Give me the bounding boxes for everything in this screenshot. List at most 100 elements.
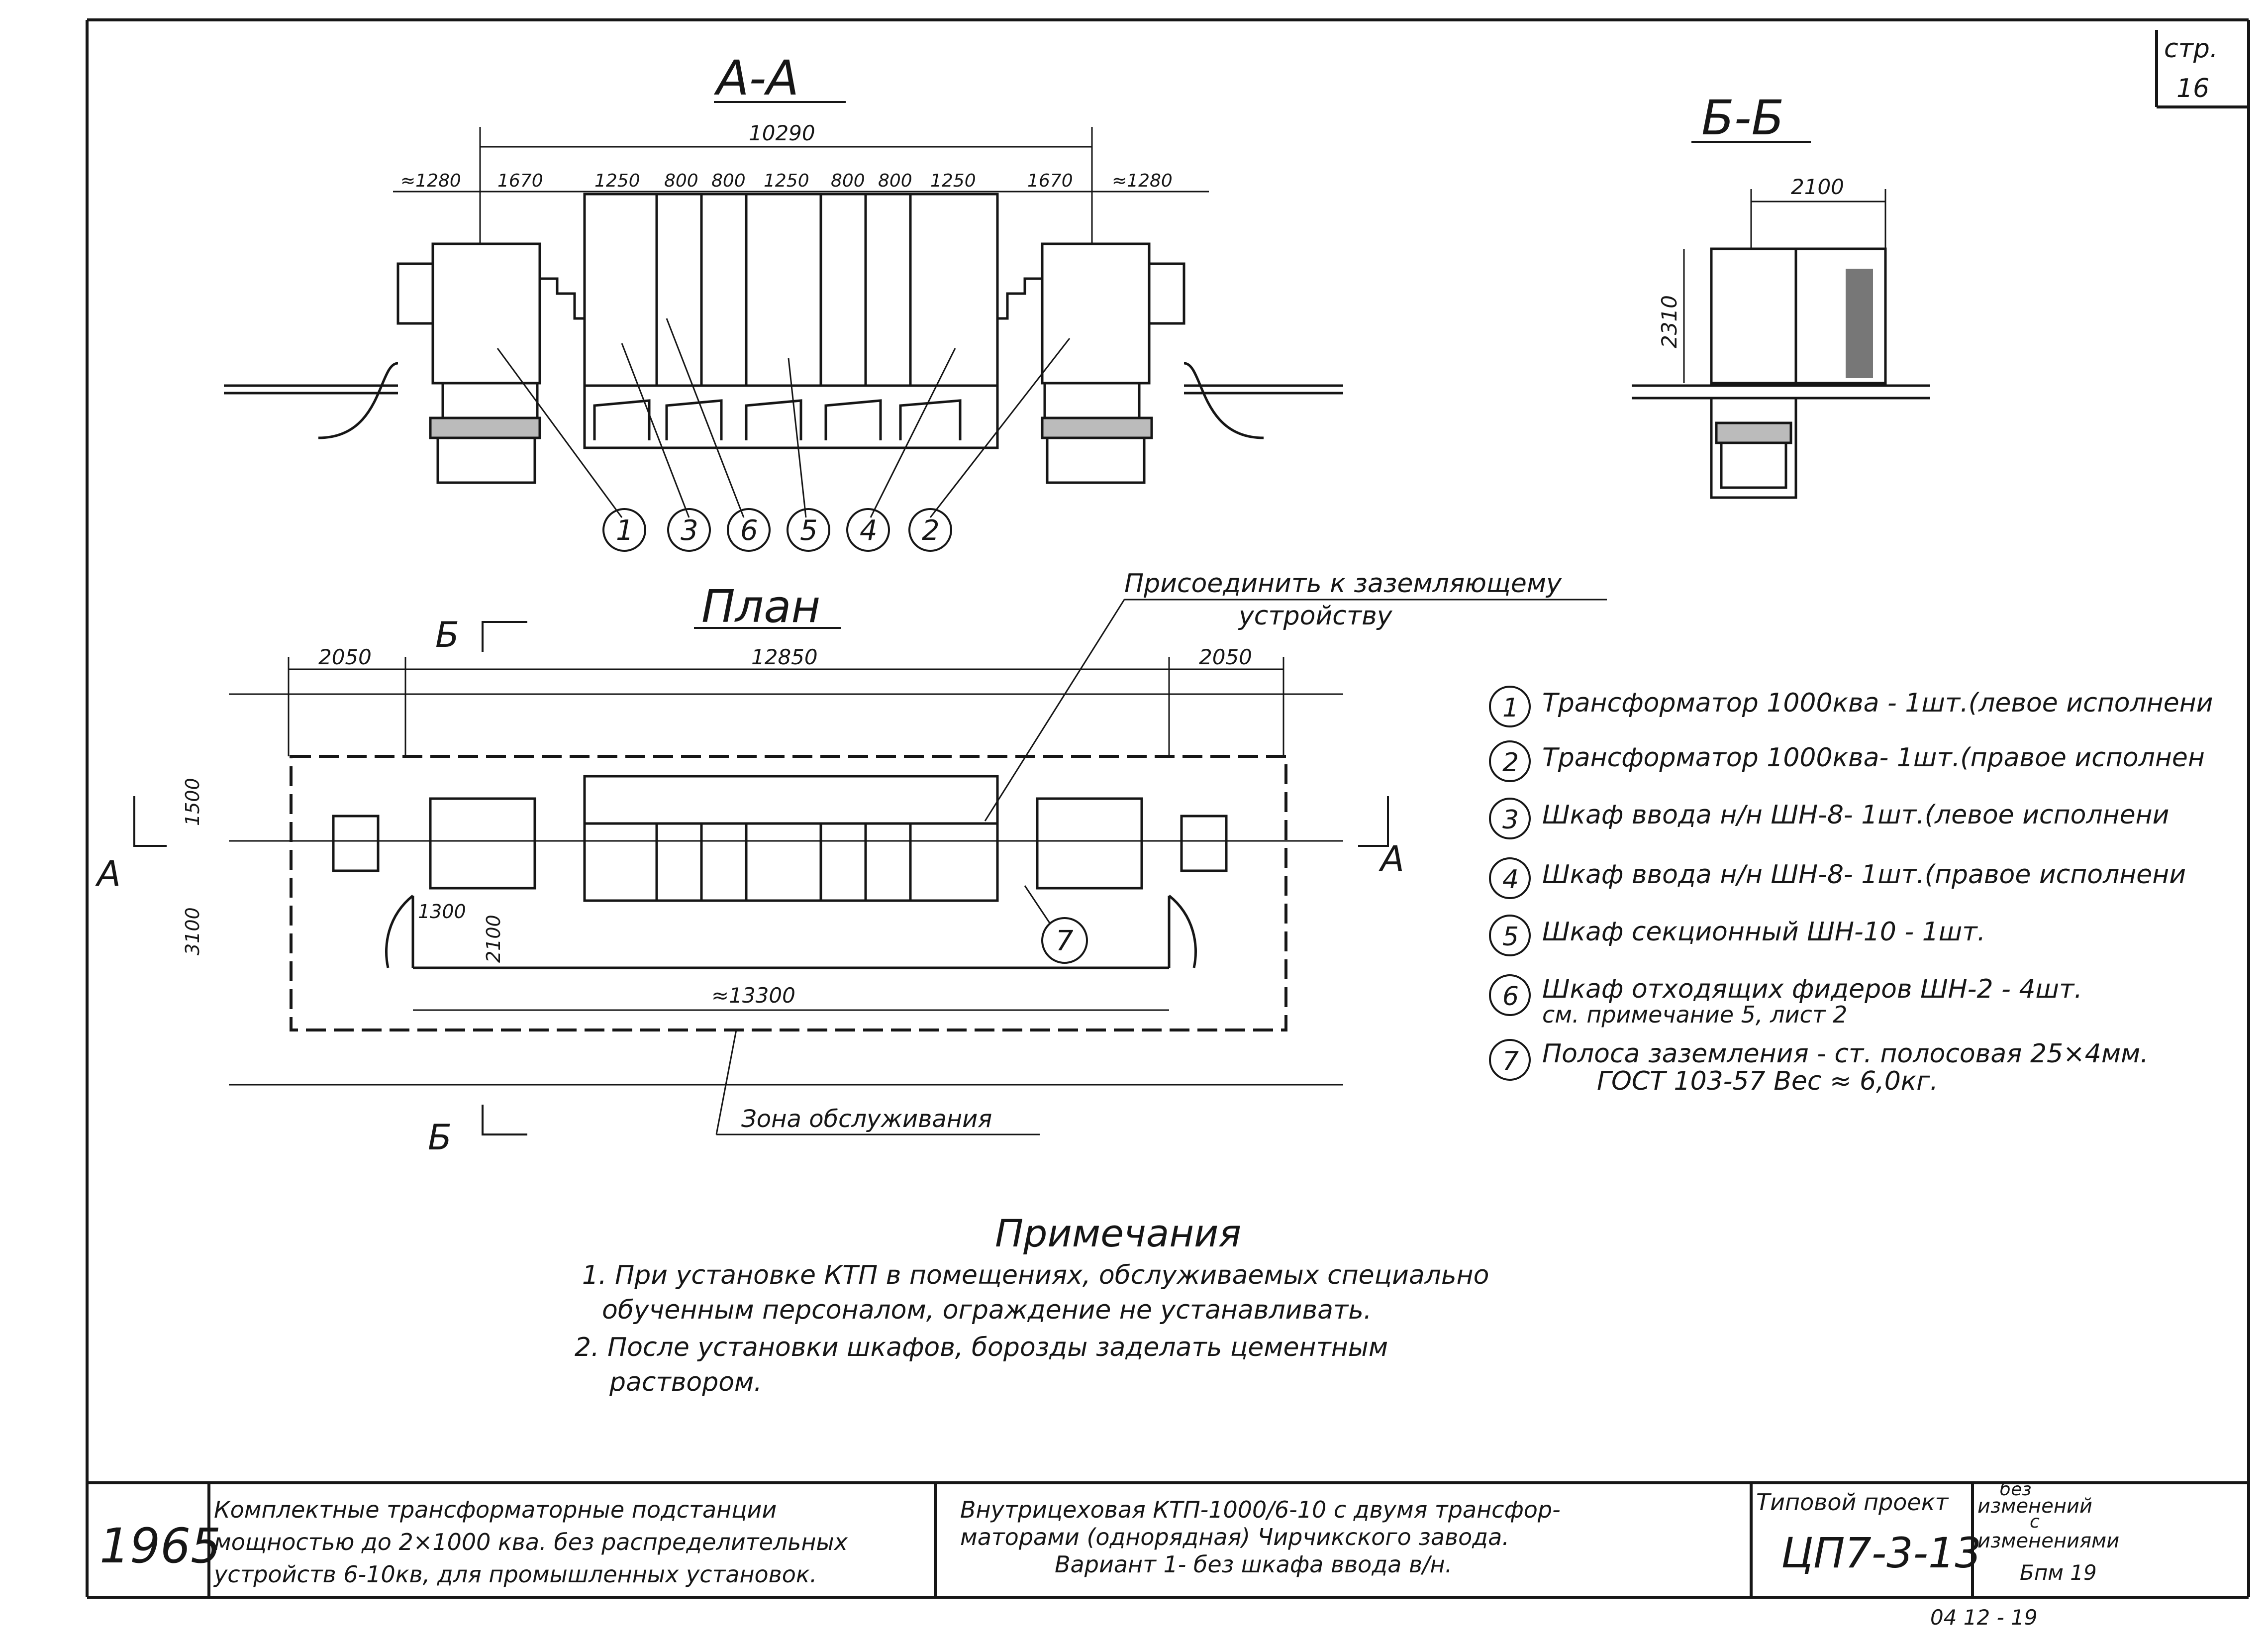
ground-note-line2: устройству bbox=[1238, 601, 1393, 631]
project-label: Типовой проект bbox=[1756, 1489, 1949, 1516]
legend: 1 Трансформатор 1000ква - 1шт.(левое исп… bbox=[1489, 686, 2213, 1096]
sheet-mark: Бпм 19 bbox=[2020, 1560, 2097, 1585]
stamp-line-2: изменений bbox=[1977, 1495, 2092, 1518]
legend-item-7: 7 Полоса заземления - ст. полосовая 25×4… bbox=[1489, 1039, 2149, 1096]
note-line-2: обученным персоналом, ограждение не уста… bbox=[602, 1295, 1372, 1325]
dim-13300: ≈13300 bbox=[711, 983, 795, 1008]
section-aa-title: А-А bbox=[713, 50, 799, 106]
svg-text:1: 1 bbox=[1502, 693, 1519, 723]
svg-text:3: 3 bbox=[681, 515, 698, 547]
svg-text:см. примечание 5, лист 2: см. примечание 5, лист 2 bbox=[1542, 1001, 1847, 1028]
svg-text:3: 3 bbox=[1502, 805, 1519, 835]
stamp-line-1: без bbox=[2000, 1479, 2032, 1500]
svg-text:5: 5 bbox=[800, 515, 818, 547]
dim-1500: 1500 bbox=[182, 778, 203, 826]
notes: Примечания 1. При установке КТП в помеще… bbox=[575, 1211, 1489, 1397]
chain-dims: ≈1280 1670 1250 800 800 1250 800 800 125… bbox=[400, 171, 1173, 191]
svg-text:1: 1 bbox=[616, 515, 634, 547]
section-bb: Б-Б 2100 2310 bbox=[1632, 90, 1930, 499]
bb-width-dim: 2100 bbox=[1791, 175, 1844, 199]
svg-text:1250: 1250 bbox=[930, 171, 976, 191]
legend-item-4: 4 Шкаф ввода н/н ШН-8- 1шт.(правое испол… bbox=[1489, 857, 2186, 899]
dim-3100: 3100 bbox=[182, 907, 203, 955]
footer-mark: 04 12 - 19 bbox=[1930, 1605, 2038, 1630]
stamp-line-3: с bbox=[2030, 1512, 2040, 1532]
svg-text:800: 800 bbox=[664, 171, 698, 191]
svg-text:Полоса заземления - ст. полосо: Полоса заземления - ст. полосовая 25×4мм… bbox=[1542, 1039, 2149, 1069]
section-aa: А-А 10290 ≈1280 1670 1250 800 800 1250 8… bbox=[224, 50, 1343, 552]
svg-text:1250: 1250 bbox=[594, 171, 640, 191]
svg-text:2: 2 bbox=[1502, 748, 1519, 778]
svg-text:4: 4 bbox=[860, 515, 878, 547]
transformer-right bbox=[997, 242, 1185, 484]
svg-text:1250: 1250 bbox=[764, 171, 809, 191]
svg-text:800: 800 bbox=[711, 171, 746, 191]
zone-note: Зона обслуживания bbox=[741, 1105, 992, 1133]
svg-text:Трансформатор 1000ква - 1шт.(л: Трансформатор 1000ква - 1шт.(левое испол… bbox=[1542, 688, 2213, 718]
ground-note-line1: Присоединить к заземляющему bbox=[1124, 569, 1562, 599]
year: 1965 bbox=[99, 1518, 221, 1574]
plan-title: План bbox=[701, 581, 820, 633]
title-block: 1965 Комплектные трансформаторные подста… bbox=[87, 1479, 2249, 1630]
svg-text:Шкаф ввода н/н ШН-8- 1шт.(лево: Шкаф ввода н/н ШН-8- 1шт.(левое исполнен… bbox=[1542, 800, 2169, 830]
sheet-frame bbox=[86, 18, 2250, 1599]
page-label: стр. bbox=[2164, 34, 2218, 64]
tb-left-line-2: мощностью до 2×1000 ква. без распределит… bbox=[214, 1529, 848, 1555]
svg-text:Шкаф отходящих фидеров ШН-2 -: Шкаф отходящих фидеров ШН-2 - 4шт. bbox=[1542, 974, 2082, 1004]
page-number: 16 bbox=[2176, 74, 2209, 103]
note-line-1: 1. При установке КТП в помещениях, обслу… bbox=[582, 1260, 1489, 1290]
dim-1300: 1300 bbox=[418, 901, 466, 923]
svg-text:Шкаф ввода н/н ШН-8- 1шт.(прав: Шкаф ввода н/н ШН-8- 1шт.(правое исполне… bbox=[1542, 860, 2186, 890]
tb-left-line-1: Комплектные трансформаторные подстанции bbox=[214, 1496, 777, 1523]
svg-text:5: 5 bbox=[1502, 922, 1519, 952]
svg-text:ГОСТ 103-57 Вес ≈ 6,0кг.: ГОСТ 103-57 Вес ≈ 6,0кг. bbox=[1597, 1066, 1938, 1096]
dim-10290: 10290 bbox=[749, 121, 815, 145]
cut-a-right: А bbox=[1379, 838, 1404, 879]
legend-item-3: 3 Шкаф ввода н/н ШН-8- 1шт.(левое исполн… bbox=[1489, 798, 2169, 839]
svg-text:800: 800 bbox=[831, 171, 865, 191]
svg-text:6: 6 bbox=[1502, 982, 1519, 1012]
transformer-left bbox=[396, 242, 585, 484]
tb-left-line-3: устройств 6-10кв, для промышленных устан… bbox=[213, 1561, 817, 1588]
dim-2050-right: 2050 bbox=[1199, 645, 1252, 669]
svg-text:1670: 1670 bbox=[1027, 171, 1073, 191]
tb-center-line-2: маторами (однорядная) Чирчикского завода… bbox=[960, 1524, 1509, 1550]
legend-item-2: 2 Трансформатор 1000ква- 1шт.(правое исп… bbox=[1489, 740, 2205, 782]
section-bb-title: Б-Б bbox=[1701, 90, 1784, 146]
svg-text:4: 4 bbox=[1502, 865, 1519, 895]
svg-text:800: 800 bbox=[878, 171, 912, 191]
note-line-4: раствором. bbox=[609, 1367, 762, 1397]
svg-text:≈1280: ≈1280 bbox=[1112, 171, 1173, 191]
svg-text:7: 7 bbox=[1502, 1046, 1519, 1076]
dim-2050-left: 2050 bbox=[318, 645, 372, 669]
floor-aa bbox=[224, 362, 1343, 439]
cabinet-row bbox=[583, 193, 999, 449]
bb-height-dim: 2310 bbox=[1657, 295, 1681, 348]
plan: План Б Б А А 2050 12850 2050 bbox=[95, 569, 1607, 1158]
cut-b-bottom: Б bbox=[428, 1117, 452, 1158]
svg-text:2: 2 bbox=[922, 515, 940, 547]
cut-a-left: А bbox=[95, 853, 121, 894]
project-code: ЦП7-3-13 bbox=[1781, 1529, 1981, 1577]
svg-text:Шкаф секционный ШН-10 - 1шт.: Шкаф секционный ШН-10 - 1шт. bbox=[1542, 917, 1985, 947]
callout-7: 7 bbox=[1056, 925, 1074, 957]
dim-12850: 12850 bbox=[751, 645, 818, 669]
svg-text:≈1280: ≈1280 bbox=[400, 171, 461, 191]
leaders-aa bbox=[496, 318, 1071, 518]
service-zone bbox=[290, 755, 1287, 1031]
svg-text:1670: 1670 bbox=[497, 171, 543, 191]
dim-2100: 2100 bbox=[483, 915, 504, 963]
svg-text:6: 6 bbox=[740, 515, 758, 547]
svg-text:Трансформатор 1000ква- 1шт.(пр: Трансформатор 1000ква- 1шт.(правое испол… bbox=[1542, 743, 2205, 773]
stamp-line-4: изменениями bbox=[1977, 1530, 2119, 1552]
note-line-3: 2. После установки шкафов, борозды задел… bbox=[575, 1333, 1388, 1362]
cut-b-top: Б bbox=[435, 615, 459, 655]
legend-item-5: 5 Шкаф секционный ШН-10 - 1шт. bbox=[1489, 915, 1985, 956]
tb-center-line-3: Вариант 1- без шкафа ввода в/н. bbox=[1055, 1551, 1452, 1578]
callouts-aa: 1 3 6 5 4 2 bbox=[602, 508, 952, 552]
legend-item-1: 1 Трансформатор 1000ква - 1шт.(левое исп… bbox=[1489, 686, 2213, 727]
legend-item-6: 6 Шкаф отходящих фидеров ШН-2 - 4шт. см.… bbox=[1489, 974, 2082, 1028]
tb-center-line-1: Внутрицеховая КТП-1000/6-10 с двумя тран… bbox=[960, 1496, 1561, 1523]
notes-title: Примечания bbox=[995, 1211, 1241, 1255]
